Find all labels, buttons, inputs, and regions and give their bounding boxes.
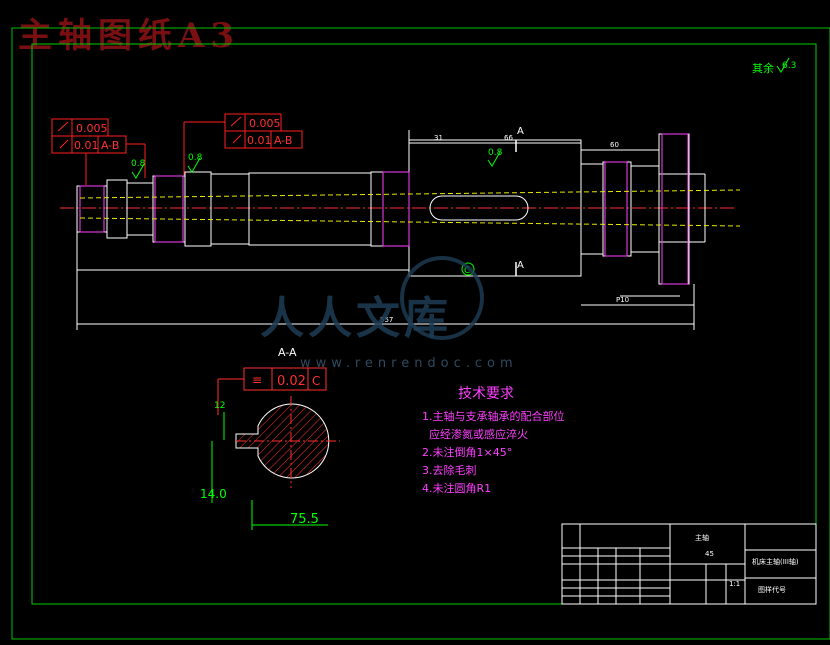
- rough-mark-1: 0.8: [131, 159, 146, 169]
- section-mark-top: A: [517, 126, 524, 137]
- title-block: [561, 523, 817, 605]
- tech-title: 技术要求: [458, 386, 514, 402]
- section-dims: [211, 412, 328, 530]
- watermark: 人人文库: [260, 293, 452, 344]
- section-dim-width: 75.5: [290, 512, 319, 527]
- inner-border: [31, 43, 817, 605]
- dimension-lines: [76, 130, 695, 330]
- sheet-title: 主轴图纸A3: [18, 16, 241, 56]
- tb-part: 主轴: [695, 533, 709, 542]
- dim-top-1: 31: [434, 134, 443, 142]
- tech-item-4: 3.去除毛刺: [422, 463, 477, 477]
- outer-border: [11, 27, 830, 640]
- tech-item-3: 2.未注倒角1×45°: [422, 445, 512, 459]
- dim-right: P10: [616, 296, 629, 304]
- hidden-lines: [79, 189, 741, 227]
- section-dim-small: 12: [214, 401, 225, 411]
- rough-mark-2: 0.8: [188, 153, 203, 163]
- tol-mid-r2b: A-B: [274, 134, 292, 147]
- watermark-url: www.renrendoc.com: [300, 356, 518, 371]
- roughness-marks: [131, 151, 501, 179]
- tb-material: 45: [705, 550, 714, 558]
- tol-left-r1: 0.005: [76, 122, 108, 135]
- section-tol-frame: [217, 367, 327, 415]
- watermark-logo: [400, 256, 484, 340]
- section-circle: [235, 396, 340, 488]
- dim-top-2: 66: [504, 134, 513, 142]
- tol-mid-r1: 0.005: [249, 117, 281, 130]
- roughness-value: 6.3: [782, 61, 796, 71]
- shaft-outline: [76, 133, 706, 285]
- section-mark-bottom: A: [517, 260, 524, 271]
- bearing-seats: [79, 133, 689, 285]
- tol-left-r2a: 0.01: [74, 139, 99, 152]
- tolerance-frame-mid: [183, 113, 303, 175]
- section-tol-sym: ≡: [252, 373, 262, 387]
- tb-name: 机床主轴(III轴): [752, 557, 799, 566]
- section-title: A-A: [278, 346, 297, 359]
- tech-item-2: 应经渗氮或感应淬火: [422, 427, 528, 441]
- tb-scale: 1:1: [729, 580, 740, 588]
- datum-c-circle: [461, 262, 475, 276]
- roughness-symbol: [776, 57, 790, 73]
- dim-top-3: 60: [610, 141, 619, 149]
- tb-drawing-no: 图样代号: [758, 585, 786, 594]
- tol-left-r2b: A-B: [101, 139, 119, 152]
- tolerance-frame-left: [51, 118, 146, 185]
- datum-c: C: [464, 266, 470, 276]
- section-tol-datum: C: [312, 374, 320, 388]
- tech-item-5: 4.未注圆角R1: [422, 481, 491, 495]
- section-dim-depth: 14.0: [200, 487, 227, 501]
- section-tol-val: 0.02: [277, 374, 306, 389]
- tol-mid-r2a: 0.01: [247, 134, 272, 147]
- rough-mark-3: 0.8: [488, 148, 503, 158]
- roughness-note: 其余: [752, 61, 774, 75]
- tech-item-1: 1.主轴与支承轴承的配合部位: [422, 409, 565, 423]
- dim-overall: 557: [380, 316, 393, 324]
